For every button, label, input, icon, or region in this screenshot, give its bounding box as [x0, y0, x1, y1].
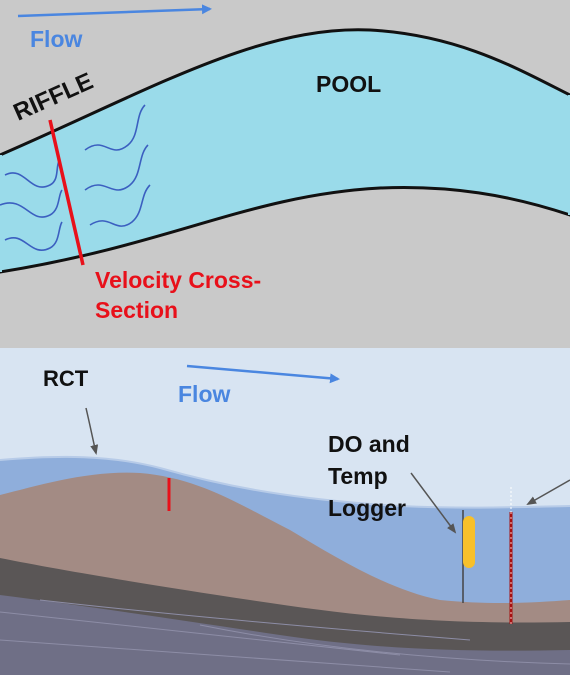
wave-mark [89, 184, 151, 227]
wave-mark [84, 104, 146, 151]
wave-mark [4, 159, 61, 188]
logger-label-line3: Logger [328, 495, 406, 521]
wave-mark [84, 144, 149, 191]
bedrock-line [39, 599, 471, 641]
do-temp-logger [463, 516, 475, 568]
bedrock-line [0, 639, 451, 673]
water-surface [0, 455, 570, 509]
logger-pointer-arrow [410, 472, 457, 534]
logger-label-line1: DO and [328, 431, 410, 457]
bedrock-line [199, 624, 570, 665]
bedrock-gray-layer [0, 595, 570, 675]
pool-label: POOL [316, 71, 381, 97]
river-channel [0, 28, 570, 274]
gauge-pointer-arrow [526, 479, 570, 505]
flow-arrow-plan [17, 4, 212, 18]
flow-label-profile: Flow [178, 381, 230, 407]
wave-mark [4, 221, 63, 251]
rct-label: RCT [43, 366, 89, 391]
cross-section-label-line2: Section [95, 297, 178, 323]
wave-mark [0, 189, 63, 218]
logger-label-line2: Temp [328, 463, 388, 489]
bedrock-texture [0, 599, 570, 673]
cross-section-label-line1: Velocity Cross- [95, 267, 261, 293]
flow-arrow-profile [186, 364, 340, 384]
riffle-waves [0, 104, 151, 251]
flow-label-plan: Flow [30, 26, 82, 52]
rct-pointer-arrow [85, 407, 99, 455]
velocity-cross-section-line [48, 119, 85, 266]
bedrock-line [0, 611, 401, 656]
